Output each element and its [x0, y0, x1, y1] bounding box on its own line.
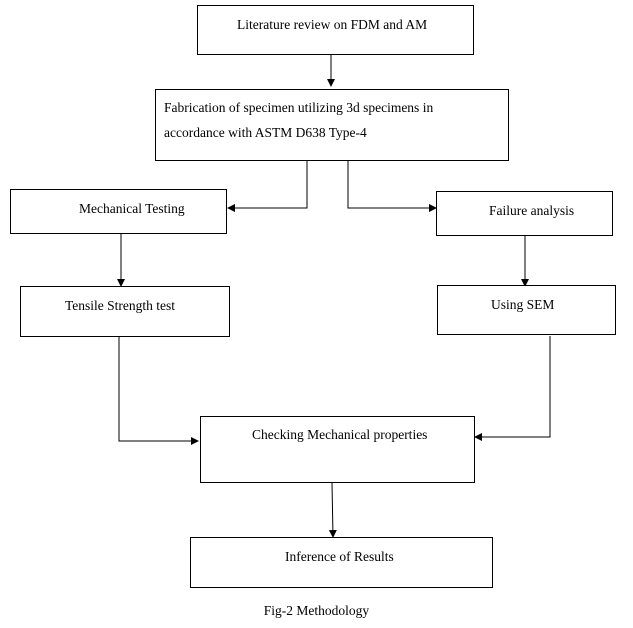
node-using-sem-label: Using SEM	[491, 297, 555, 312]
node-tensile-strength-label: Tensile Strength test	[65, 298, 176, 313]
arrow-fabrication-to-failure-analysis	[347, 161, 437, 212]
node-fabrication-line2: accordance with ASTM D638 Type-4	[164, 125, 367, 140]
node-tensile-strength: Tensile Strength test	[20, 286, 230, 337]
node-inference-of-results: Inference of Results	[190, 537, 493, 588]
node-checking-mechanical-properties-label: Checking Mechanical properties	[252, 427, 428, 442]
arrow-fabrication-to-mechanical-testing	[227, 161, 308, 212]
node-failure-analysis: Failure analysis	[436, 191, 613, 236]
node-inference-of-results-label: Inference of Results	[285, 549, 394, 564]
node-mechanical-testing: Mechanical Testing	[10, 189, 227, 234]
node-literature-review: Literature review on FDM and AM	[197, 5, 474, 55]
node-fabrication: Fabrication of specimen utilizing 3d spe…	[155, 89, 509, 161]
arrow-tensile-to-checking	[118, 337, 199, 445]
node-using-sem: Using SEM	[437, 285, 616, 335]
node-failure-analysis-label: Failure analysis	[489, 203, 575, 218]
node-mechanical-testing-label: Mechanical Testing	[79, 201, 185, 216]
node-literature-review-label: Literature review on FDM and AM	[237, 17, 428, 32]
node-checking-mechanical-properties: Checking Mechanical properties	[200, 416, 475, 483]
figure-caption: Fig-2 Methodology	[263, 603, 370, 618]
arrow-sem-to-checking	[474, 336, 551, 441]
arrow-checking-to-inference	[328, 482, 337, 538]
node-fabrication-line1: Fabrication of specimen utilizing 3d spe…	[164, 100, 434, 115]
